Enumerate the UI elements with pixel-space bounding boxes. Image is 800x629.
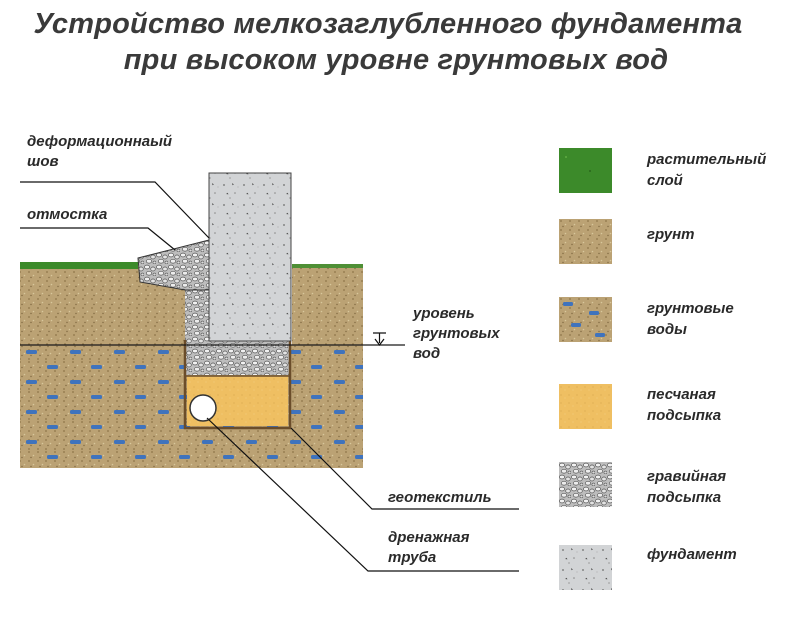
gravel-backfill <box>185 290 290 375</box>
blind-area-slab <box>137 239 210 291</box>
soil-layer-left <box>20 267 185 345</box>
legend-swatch-gravel <box>559 462 612 507</box>
legend-label-foundation: фундамент <box>647 546 737 563</box>
legend-swatch-groundwater <box>559 297 612 342</box>
label-drain-pipe: дренажная труба <box>388 529 470 566</box>
legend-label-groundwater: грунтовые воды <box>647 300 734 338</box>
drainage-pipe <box>189 394 217 422</box>
legend-label-soil: грунт <box>647 226 695 243</box>
leader-geotextile <box>290 427 519 510</box>
title-line-2: при высоком уровне грунтовых вод <box>123 44 669 76</box>
label-blind-area: отмостка <box>27 206 108 223</box>
soil-layer-right <box>292 268 363 345</box>
legend-swatch-foundation <box>559 545 612 590</box>
legend-swatch-soil <box>559 219 612 264</box>
leader-drain-pipe <box>206 417 519 572</box>
foundation-column <box>208 172 292 342</box>
leader-deform-joint <box>20 181 210 239</box>
vegetation-layer <box>20 262 138 269</box>
legend-label-gravel: гравийная подсыпка <box>647 468 727 506</box>
label-geotextile: геотекстиль <box>388 489 492 506</box>
label-deform-joint: деформационнаый шов <box>27 133 173 170</box>
legend-label-vegetation: растительный слой <box>647 151 767 189</box>
vegetation-layer-right <box>292 264 363 268</box>
leader-blind-area <box>20 227 176 251</box>
title-line-1: Устройство мелкозаглубленного фундамента <box>33 8 743 40</box>
legend-swatch-vegetation <box>559 148 612 193</box>
legend-swatch-sand <box>559 384 612 429</box>
legend-label-sand: песчаная подсыпка <box>647 386 722 424</box>
geotextile-wrap <box>183 340 292 430</box>
water-level-marker-icon <box>373 332 386 346</box>
label-water-level: уровень грунтовых вод <box>413 305 500 362</box>
